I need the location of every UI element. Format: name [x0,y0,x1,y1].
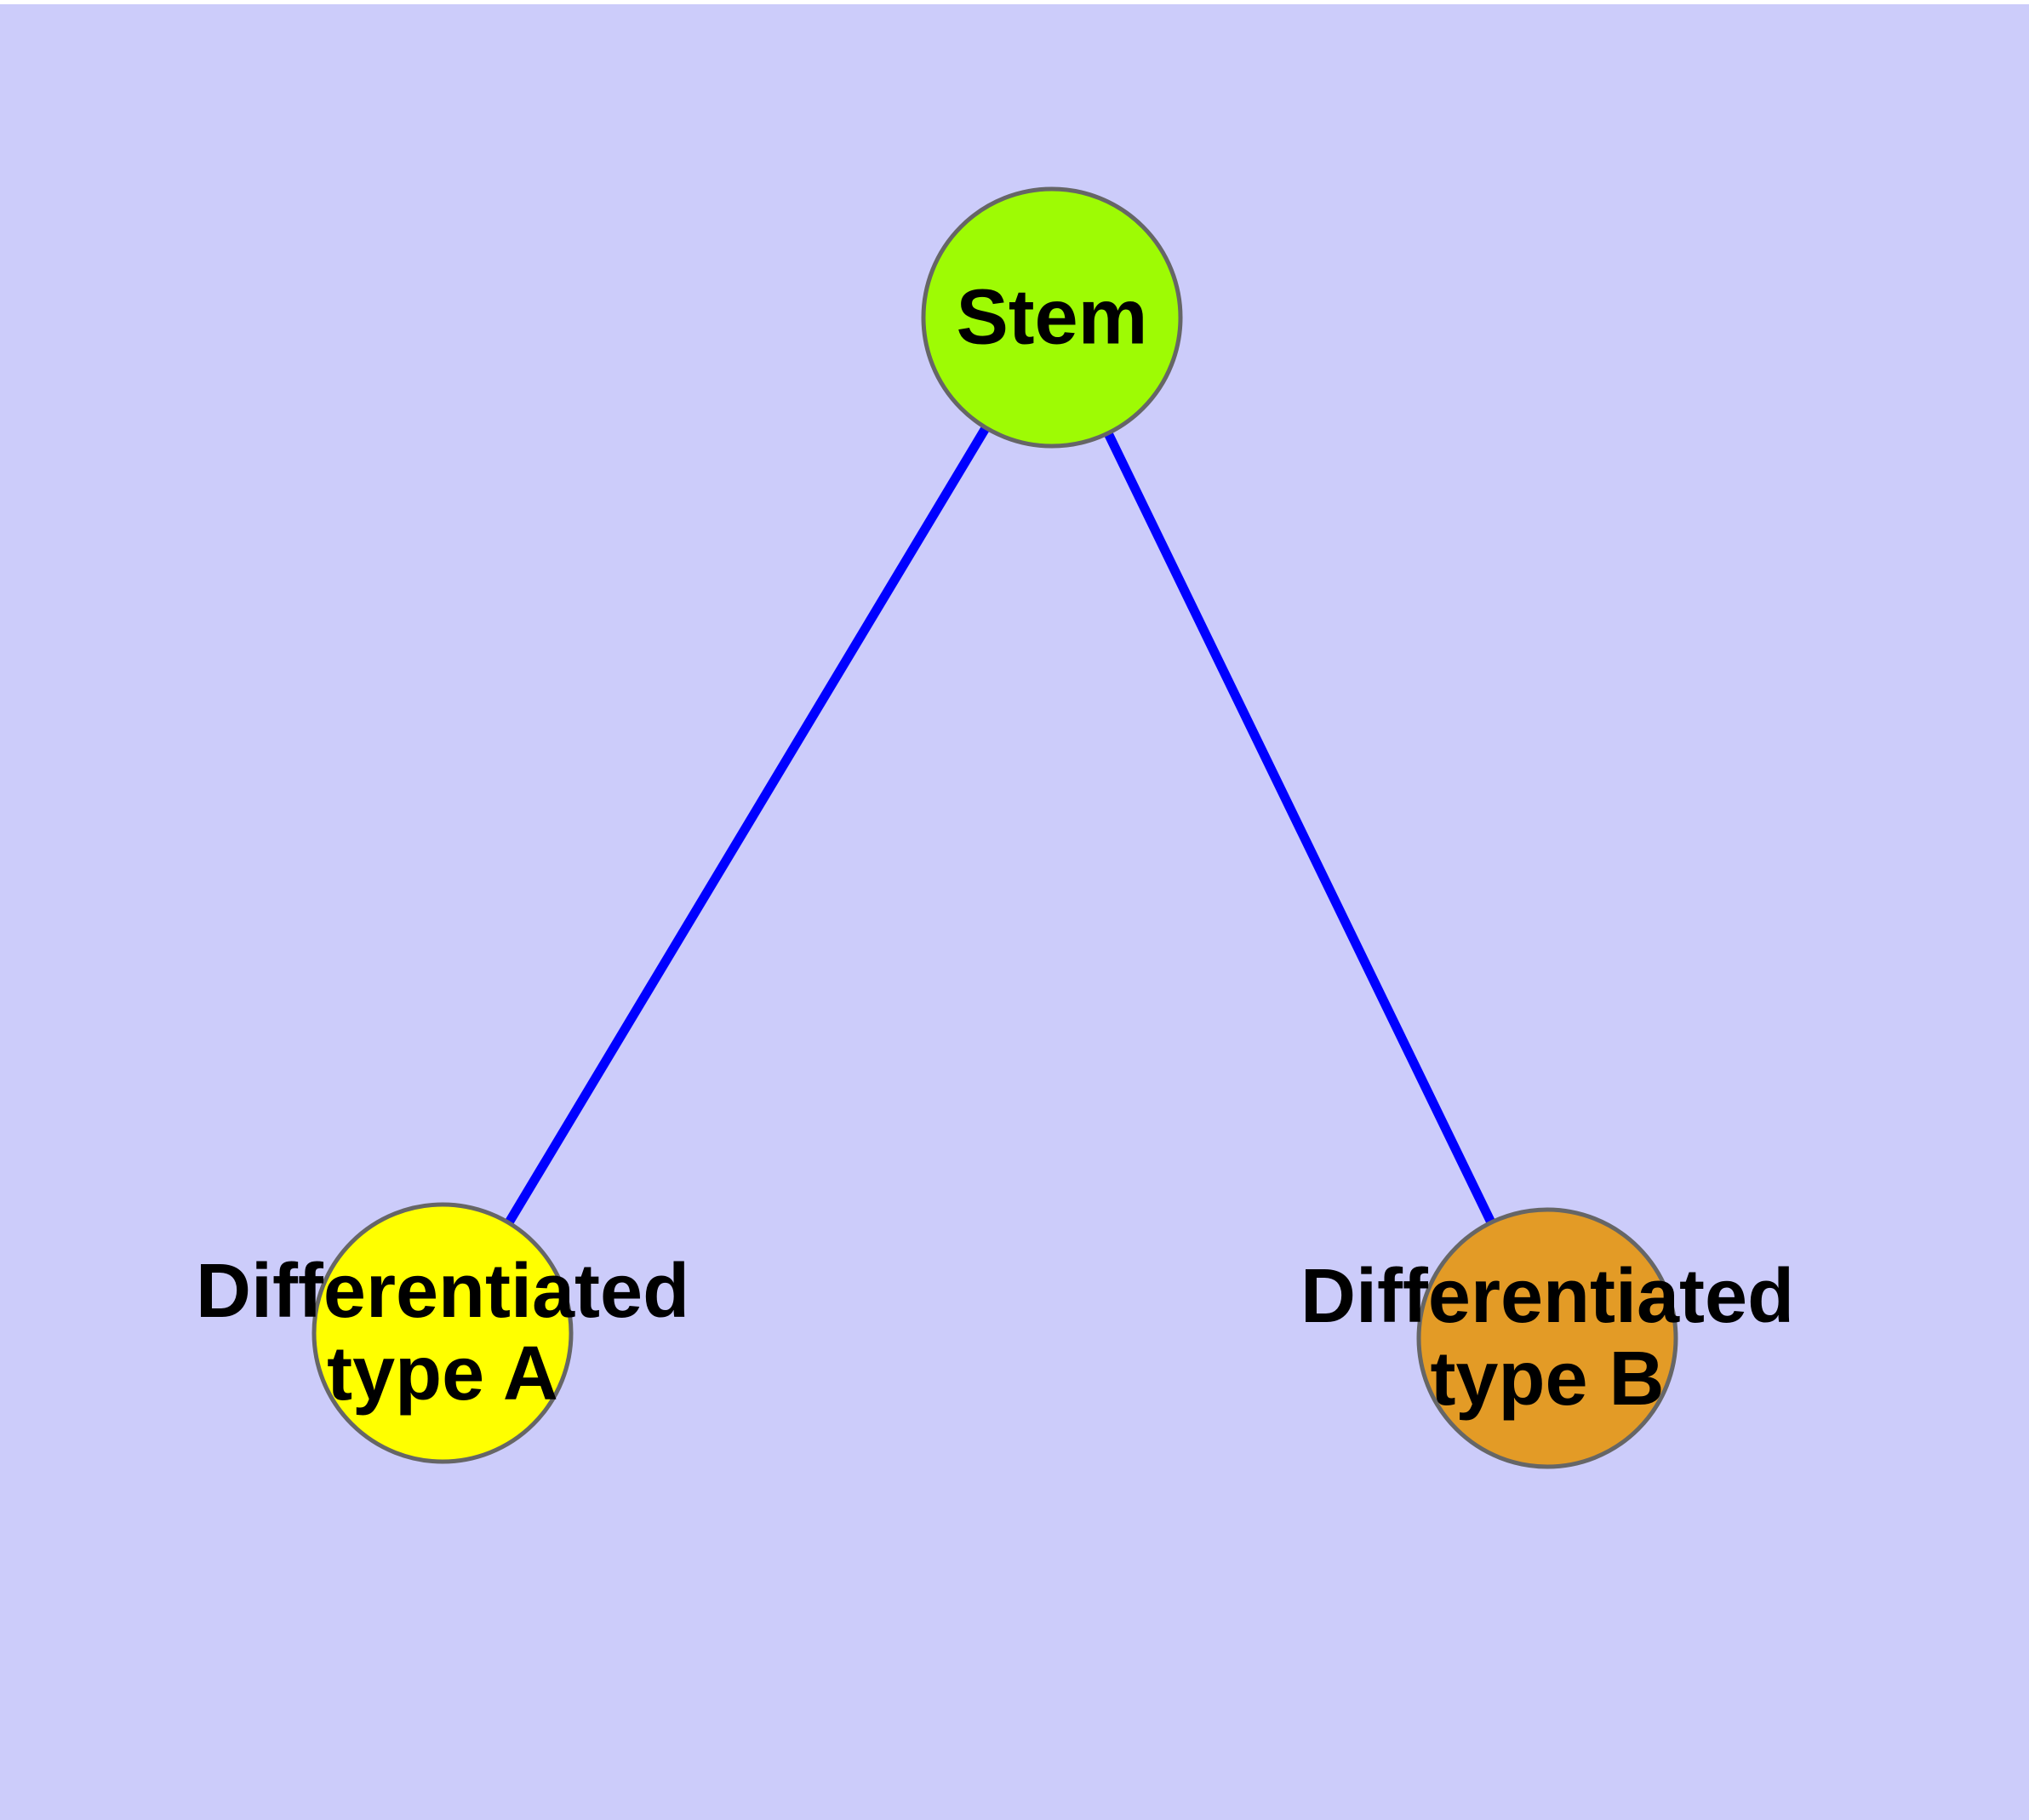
graph-edge[interactable] [438,315,1056,1336]
node-layer [311,186,1678,1469]
graph-node-diff_b[interactable] [1416,1207,1678,1469]
graph-node-diff_a[interactable] [311,1202,574,1464]
graph-node-stem[interactable] [921,186,1183,449]
edge-layer [438,315,1552,1341]
graph-edge[interactable] [1048,315,1552,1341]
